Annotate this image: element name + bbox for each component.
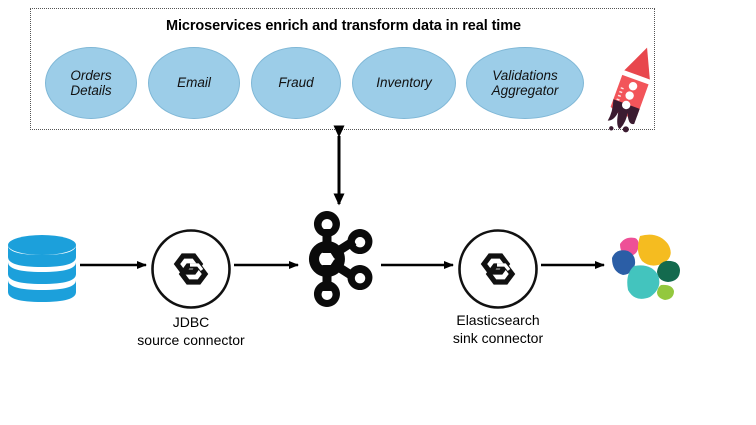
database-icon <box>6 232 78 304</box>
kafka-logo-icon <box>302 207 378 311</box>
service-label: Inventory <box>376 75 432 91</box>
service-orders-details[interactable]: Orders Details <box>45 47 137 119</box>
service-label: Validations Aggregator <box>491 67 559 99</box>
jdbc-source-connector[interactable] <box>150 228 232 310</box>
elasticsearch-sink-connector[interactable] <box>457 228 539 310</box>
panel-title: Microservices enrich and transform data … <box>165 18 521 34</box>
service-validations-aggregator[interactable]: Validations Aggregator <box>466 47 584 119</box>
service-label: Email <box>177 75 211 91</box>
elasticsearch-logo-icon <box>606 230 684 304</box>
service-label: Orders Details <box>70 67 112 99</box>
service-email[interactable]: Email <box>148 47 240 119</box>
service-label: Fraud <box>278 75 314 91</box>
rocket-icon <box>593 41 671 137</box>
services-row: Orders Details Email Fraud Inventory Val… <box>45 47 645 123</box>
microservices-panel: Microservices enrich and transform data … <box>30 8 655 133</box>
elasticsearch-connector-label: Elasticsearch sink connector <box>452 312 544 346</box>
service-inventory[interactable]: Inventory <box>352 47 456 119</box>
jdbc-connector-label: JDBC source connector <box>137 314 245 348</box>
service-fraud[interactable]: Fraud <box>251 47 341 119</box>
